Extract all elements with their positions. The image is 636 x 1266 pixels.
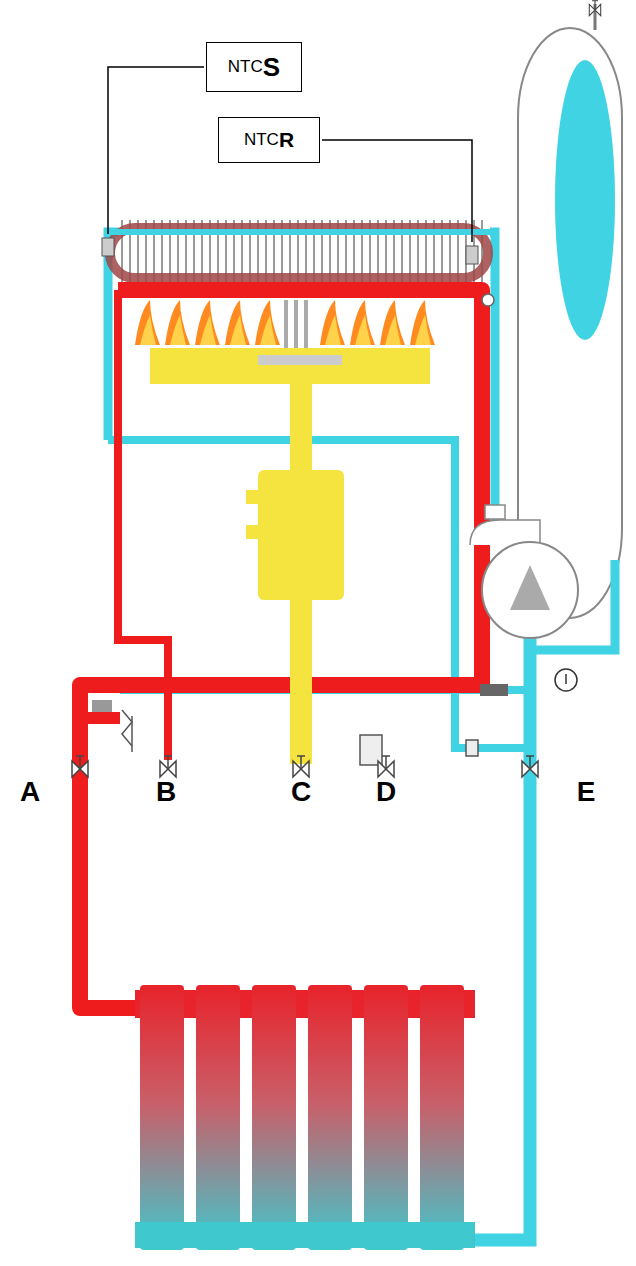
sensor-name: NTC [244, 130, 279, 150]
connection-letter: B [156, 776, 176, 808]
radiator [135, 985, 475, 1250]
burner [135, 300, 435, 764]
sensor-leaders [102, 67, 478, 264]
valve-symbol [160, 756, 176, 777]
sensor-label-box: NTCS [206, 42, 302, 92]
sensor-letter: R [279, 128, 294, 152]
connection-letter: C [291, 776, 311, 808]
sensor-label-box: NTCR [218, 117, 320, 163]
flow-pipes [80, 290, 494, 1008]
safety-valve [80, 700, 132, 752]
valve-symbol [72, 756, 88, 777]
valve-symbol [293, 756, 309, 777]
sensor-name: NTC [228, 57, 263, 77]
connection-letter: A [20, 776, 40, 808]
pump [470, 505, 578, 696]
valve-symbol [378, 756, 394, 777]
sensor-letter: S [263, 52, 280, 83]
connection-letter: E [577, 776, 596, 808]
connection-letter: D [376, 776, 396, 808]
valve-symbol [522, 756, 538, 777]
